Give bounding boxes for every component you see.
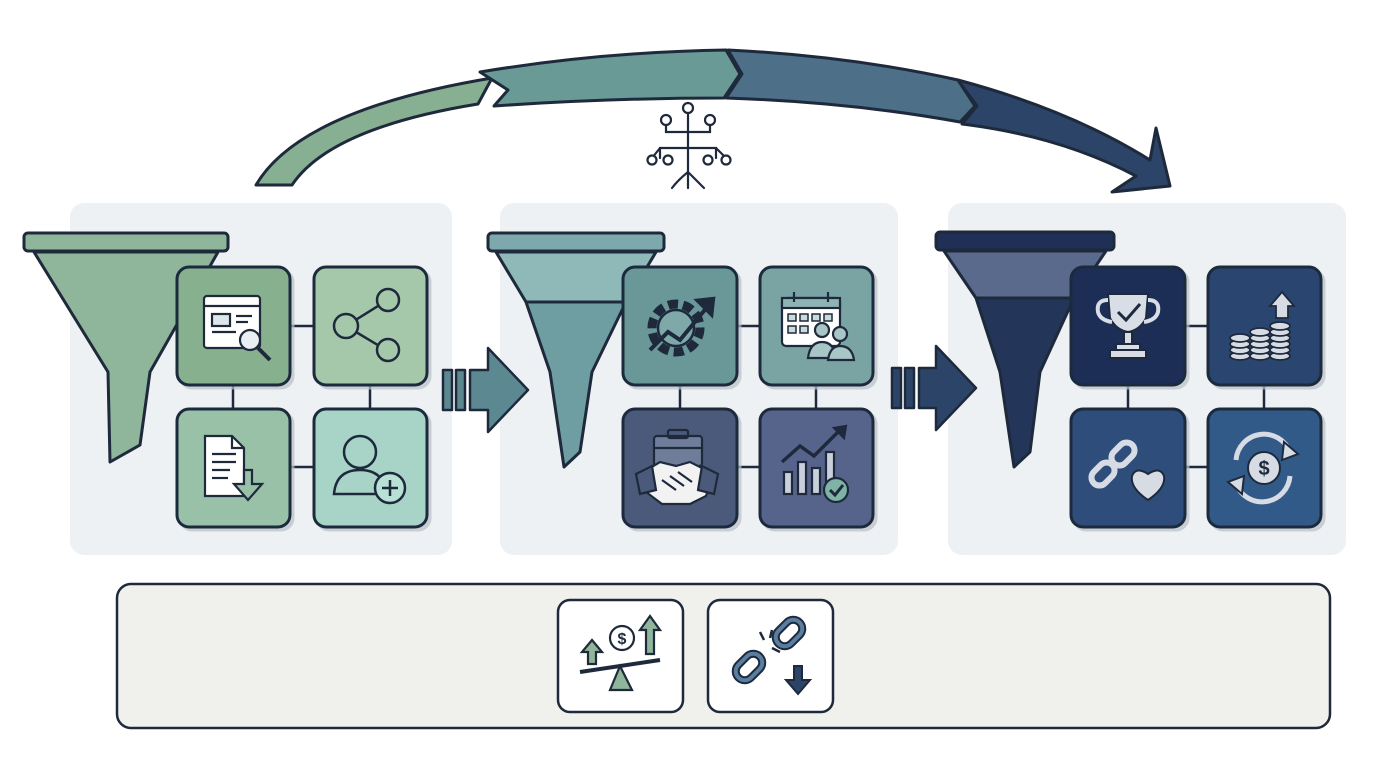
stage-2-tile-gear-growth xyxy=(621,265,739,387)
growth-chart-check-icon xyxy=(780,424,850,504)
connector-arrow-2 xyxy=(890,344,978,432)
connector-arrow-1 xyxy=(441,346,530,434)
document-download-icon xyxy=(203,434,265,502)
broken-chain-down-icon xyxy=(731,615,813,696)
dollar-cycle-icon: $ xyxy=(1226,431,1300,505)
stage-1-tile-add-user xyxy=(312,407,429,529)
gear-growth-icon xyxy=(647,296,716,357)
stage-1-funnel xyxy=(22,231,230,464)
stage-3-tile-dollar-cycle: $ xyxy=(1206,407,1323,529)
coins-growth-icon xyxy=(1229,290,1296,361)
add-user-icon xyxy=(332,434,407,505)
stage-2-tile-handshake xyxy=(621,407,739,529)
stage-3-tile-coins xyxy=(1206,265,1323,387)
journey-arrow-segment-2 xyxy=(478,48,742,108)
footer-tile-broken-chain xyxy=(706,598,835,714)
journey-arrow-segment-3 xyxy=(724,48,977,124)
stage-2-tile-calendar xyxy=(758,265,875,387)
svg-text:$: $ xyxy=(618,631,627,648)
share-network-icon xyxy=(332,287,401,363)
stage-1-tile-share xyxy=(312,265,429,387)
stage-1-tile-web-search xyxy=(175,265,292,387)
balance-dollar-growth-icon: $ xyxy=(579,614,663,692)
footer-tile-balance: $ xyxy=(556,598,685,714)
tree-roots-icon xyxy=(646,101,732,190)
handshake-icon xyxy=(634,428,720,506)
stage-2-funnel xyxy=(486,231,666,469)
journey-arrow-segment-1 xyxy=(254,76,494,187)
calendar-meeting-icon xyxy=(780,292,856,362)
trophy-icon xyxy=(1095,293,1161,359)
journey-arrow xyxy=(254,48,1172,194)
svg-text:$: $ xyxy=(1258,458,1269,480)
stage-1-tile-download xyxy=(175,407,292,529)
web-search-icon xyxy=(202,294,272,362)
stage-3-tile-trophy xyxy=(1069,265,1187,387)
stage-3-tile-chain-heart xyxy=(1069,407,1187,529)
journey-arrow-segment-4 xyxy=(956,78,1172,194)
chain-heart-icon xyxy=(1088,439,1166,502)
stage-2-tile-growth-check xyxy=(758,407,875,529)
